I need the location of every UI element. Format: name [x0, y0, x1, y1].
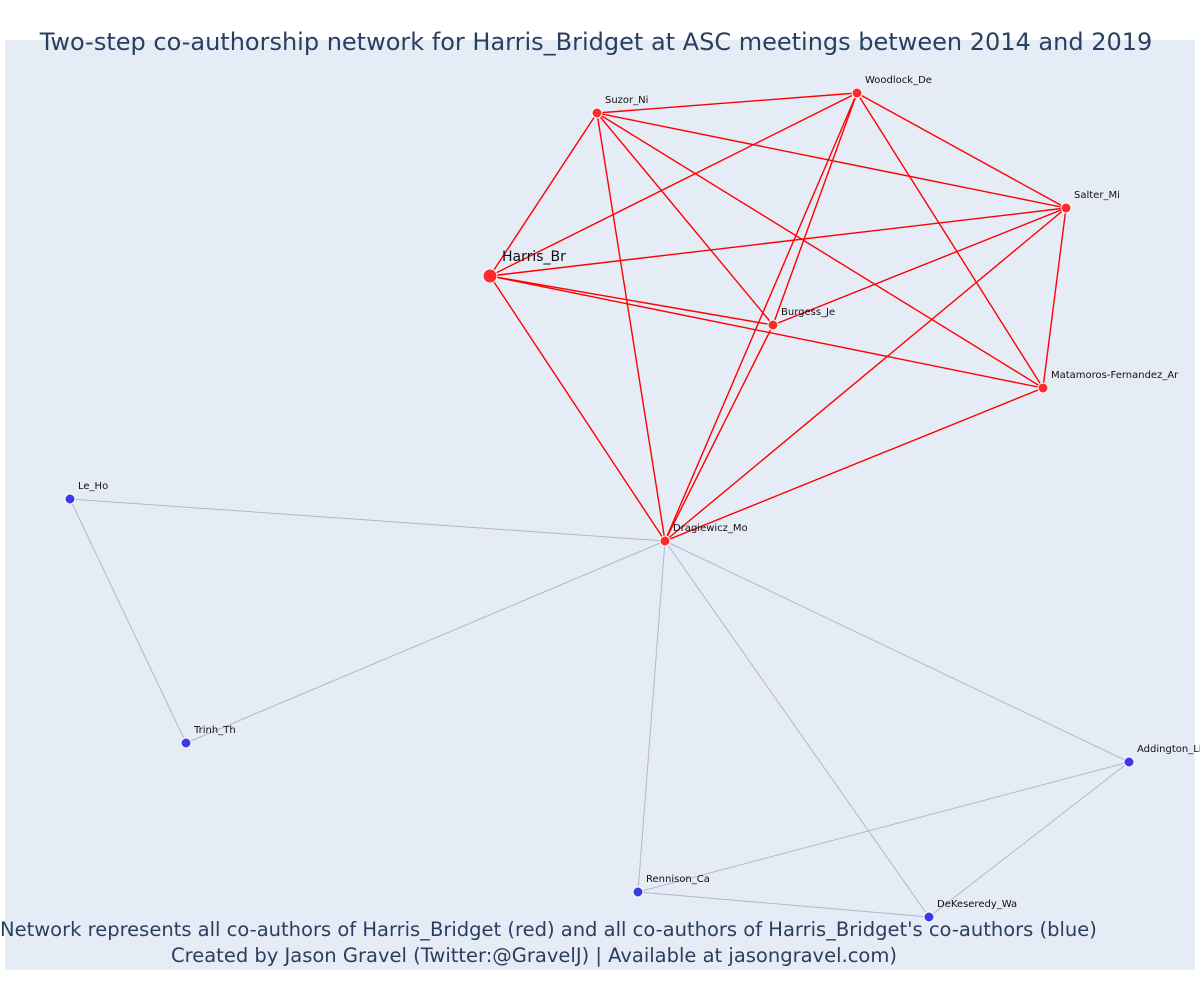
edge-Harris_Br-Woodlock_De: [489, 92, 858, 277]
edge-Harris_Br-Dragiewicz_Mo: [489, 275, 666, 542]
node-Suzor_Ni[interactable]: [591, 107, 603, 119]
edge-Salter_Mi-Burgess_Je: [772, 207, 1067, 326]
node-label-Salter_Mi: Salter_Mi: [1074, 190, 1120, 201]
node-label-Rennison_Ca: Rennison_Ca: [646, 874, 710, 885]
edge-Suzor_Ni-Salter_Mi: [596, 112, 1067, 209]
chart-title: Two-step co-authorship network for Harri…: [39, 28, 1153, 56]
node-label-DeKeseredy_Wa: DeKeseredy_Wa: [937, 899, 1017, 910]
edge-Harris_Br-Salter_Mi: [489, 207, 1067, 277]
edge-Salter_Mi-Matamoros-Fernandez_Ar: [1042, 207, 1067, 389]
edge-Dragiewicz_Mo-Rennison_Ca: [637, 540, 666, 893]
edge-Harris_Br-Burgess_Je: [489, 275, 774, 326]
node-label-Addington_Li: Addington_Li: [1137, 744, 1200, 755]
node-Woodlock_De[interactable]: [851, 87, 863, 99]
edge-Addington_Li-Rennison_Ca: [637, 761, 1130, 893]
node-DeKeseredy_Wa[interactable]: [923, 911, 935, 923]
edge-Woodlock_De-Burgess_Je: [772, 92, 858, 326]
edge-Suzor_Ni-Woodlock_De: [596, 92, 858, 114]
node-Burgess_Je[interactable]: [767, 319, 779, 331]
node-label-Trinh_Th: Trinh_Th: [193, 725, 236, 736]
node-Addington_Li[interactable]: [1123, 756, 1135, 768]
node-Rennison_Ca[interactable]: [632, 886, 644, 898]
edge-Suzor_Ni-Burgess_Je: [596, 112, 774, 326]
edge-Woodlock_De-Matamoros-Fernandez_Ar: [856, 92, 1044, 389]
label-layer: Harris_Br Suzor_Ni Woodlock_DeSalter_MiBur…: [78, 75, 1200, 910]
edge-Harris_Br-Matamoros-Fernandez_Ar: [489, 275, 1044, 389]
node-Matamoros-Fernandez_Ar[interactable]: [1037, 382, 1049, 394]
node-label-Woodlock_De: Woodlock_De: [865, 75, 932, 86]
node-label-Burgess_Je: Burgess_Je: [781, 307, 835, 318]
edge-Matamoros-Fernandez_Ar-Dragiewicz_Mo: [664, 387, 1044, 542]
edge-Dragiewicz_Mo-Addington_Li: [664, 540, 1130, 763]
node-layer: [64, 87, 1135, 923]
edge-Dragiewicz_Mo-DeKeseredy_Wa: [664, 540, 930, 918]
node-label-Suzor_Ni: Suzor_Ni: [605, 95, 648, 106]
caption-description: Network represents all co-authors of Har…: [0, 918, 1097, 941]
node-Harris_Br[interactable]: [482, 268, 498, 284]
edge-Harris_Br-Suzor_Ni: [489, 112, 598, 277]
edge-Suzor_Ni-Matamoros-Fernandez_Ar: [596, 112, 1044, 389]
node-label-Matamoros-Fernandez_Ar: Matamoros-Fernandez_Ar: [1051, 370, 1179, 381]
node-Dragiewicz_Mo[interactable]: [659, 535, 671, 547]
node-Salter_Mi[interactable]: [1060, 202, 1072, 214]
edge-Dragiewicz_Mo-Le_Ho: [69, 498, 666, 542]
edge-Suzor_Ni-Dragiewicz_Mo: [596, 112, 666, 542]
edge-Burgess_Je-Dragiewicz_Mo: [664, 324, 774, 542]
node-label-Le_Ho: Le_Ho: [78, 481, 108, 492]
node-label-Dragiewicz_Mo: Dragiewicz_Mo: [673, 523, 748, 534]
node-Trinh_Th[interactable]: [180, 737, 192, 749]
edge-Dragiewicz_Mo-Trinh_Th: [185, 540, 666, 744]
plot-background: [5, 40, 1195, 970]
node-label-Harris_Br: Harris_Br: [502, 249, 566, 265]
edge-layer: [69, 92, 1130, 918]
node-Le_Ho[interactable]: [64, 493, 76, 505]
edge-Addington_Li-DeKeseredy_Wa: [928, 761, 1130, 918]
edge-Woodlock_De-Salter_Mi: [856, 92, 1067, 209]
edge-Salter_Mi-Dragiewicz_Mo: [664, 207, 1067, 542]
caption-credit: Created by Jason Gravel (Twitter:@Gravel…: [171, 944, 897, 967]
edge-Woodlock_De-Dragiewicz_Mo: [664, 92, 858, 542]
edge-Rennison_Ca-DeKeseredy_Wa: [637, 891, 930, 918]
edge-Le_Ho-Trinh_Th: [69, 498, 187, 744]
